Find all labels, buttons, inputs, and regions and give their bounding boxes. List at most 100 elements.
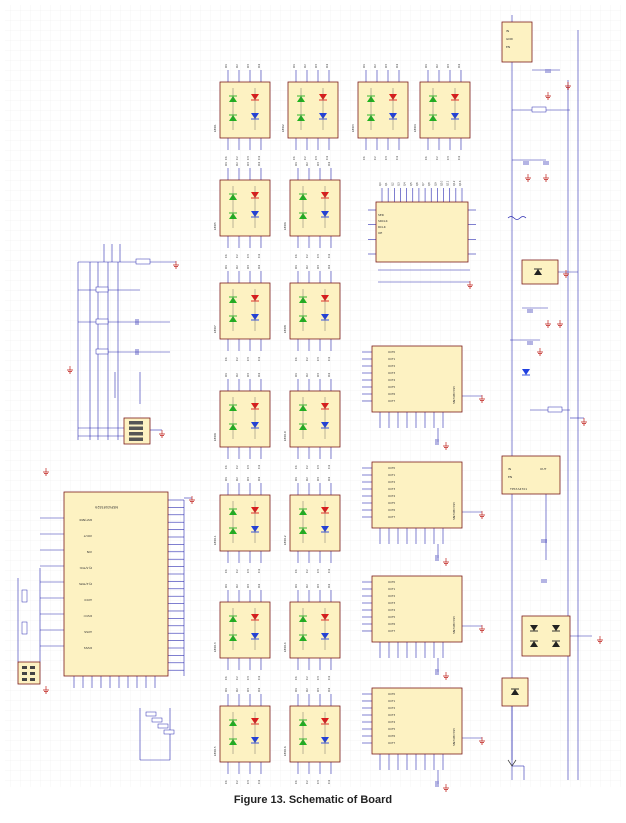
pin-label: C3 bbox=[246, 254, 250, 258]
pin-label: C1 bbox=[294, 569, 298, 573]
pin-label: D1 bbox=[292, 64, 296, 68]
pin-label: OUT7 bbox=[388, 515, 396, 519]
pin-label: C1 bbox=[224, 780, 228, 784]
header-pin bbox=[30, 672, 35, 675]
pin-label: D1 bbox=[294, 373, 298, 377]
pin-label: C3 bbox=[246, 465, 250, 469]
pin-label: C4 bbox=[257, 465, 261, 469]
pin-label: D2 bbox=[235, 64, 239, 68]
pin-label: IN bbox=[508, 467, 511, 471]
pin-label: D4 bbox=[327, 373, 331, 377]
pin-label: C1 bbox=[294, 254, 298, 258]
pin-label: OE bbox=[378, 231, 382, 235]
component-layer bbox=[17, 21, 603, 792]
capacitor bbox=[135, 319, 139, 325]
pin-label: Q9 bbox=[433, 182, 437, 186]
capacitor bbox=[523, 161, 529, 165]
header-pin bbox=[30, 666, 35, 669]
pin-label: C1 bbox=[424, 156, 428, 160]
ground-symbol bbox=[467, 281, 473, 289]
pin-label: C4 bbox=[327, 254, 331, 258]
pin-label: D3 bbox=[316, 688, 320, 692]
bridge-diode-icon bbox=[530, 640, 538, 647]
pin-label: C1 bbox=[294, 357, 298, 361]
ground-symbol bbox=[543, 174, 549, 182]
pin-label: D2 bbox=[235, 477, 239, 481]
pin-label: C4 bbox=[327, 569, 331, 573]
pin-label: LED3 bbox=[351, 124, 355, 132]
rgb-led-module bbox=[219, 70, 271, 150]
rgb-led-module bbox=[219, 168, 271, 248]
pin-label: C4 bbox=[325, 156, 329, 160]
pin-label: D2 bbox=[373, 64, 377, 68]
pin-label: D3 bbox=[246, 688, 250, 692]
bridge-diode-icon bbox=[552, 625, 560, 632]
pin-label: C4 bbox=[327, 676, 331, 680]
rgb-led-module bbox=[357, 70, 409, 150]
pin-label: C1 bbox=[292, 156, 296, 160]
pin-label: C4 bbox=[257, 780, 261, 784]
resistor bbox=[95, 348, 109, 355]
resistor bbox=[21, 621, 28, 635]
ground-symbol bbox=[173, 261, 179, 269]
pin-label: C2 bbox=[235, 254, 239, 258]
capacitor bbox=[435, 439, 439, 445]
pin-label: D4 bbox=[395, 64, 399, 68]
pin-label: OUT5 bbox=[388, 385, 396, 389]
pin-label: Q11 bbox=[446, 180, 450, 186]
pin-label: OUT1 bbox=[388, 473, 396, 477]
pin-label: D2 bbox=[305, 162, 309, 166]
pin-label: D1 bbox=[294, 477, 298, 481]
ground-symbol bbox=[479, 395, 485, 403]
pin-label: D2 bbox=[305, 477, 309, 481]
mcu-pin-label: PJ.2/TMS bbox=[79, 582, 92, 586]
capacitor bbox=[543, 161, 549, 165]
pin-label: OUT1 bbox=[388, 357, 396, 361]
rectifier-diode-icon bbox=[534, 268, 542, 275]
pin-label: D4 bbox=[327, 688, 331, 692]
pin-label: C2 bbox=[235, 357, 239, 361]
pin-label: D3 bbox=[316, 265, 320, 269]
pin-label: OUT4 bbox=[388, 608, 396, 612]
inductor bbox=[507, 216, 527, 220]
pin-label: C1 bbox=[224, 254, 228, 258]
pin-label: Q5 bbox=[409, 182, 413, 186]
pin-label: EN bbox=[506, 45, 510, 49]
pin-label: Q2 bbox=[390, 182, 394, 186]
pin-label: D1 bbox=[224, 584, 228, 588]
pin-label: D4 bbox=[327, 584, 331, 588]
mcu-part-label: MSP430F5529 bbox=[95, 505, 118, 509]
ground-symbol bbox=[443, 672, 449, 680]
pin-label: OUT0 bbox=[388, 466, 396, 470]
pin-label: Q7 bbox=[421, 182, 425, 186]
resistor bbox=[21, 589, 28, 603]
regulator-part-label: TPS7A4701 bbox=[509, 487, 527, 491]
pin-label: C2 bbox=[235, 156, 239, 160]
pin-label: OUT4 bbox=[388, 494, 396, 498]
rgb-led-module bbox=[219, 483, 271, 563]
pin-label: D4 bbox=[257, 162, 261, 166]
pin-label: D4 bbox=[257, 265, 261, 269]
rgb-led-module bbox=[289, 271, 341, 351]
pin-label: OUT1 bbox=[388, 587, 396, 591]
pin-label: D2 bbox=[435, 64, 439, 68]
pin-label: C3 bbox=[316, 780, 320, 784]
pin-label: LED8 bbox=[283, 325, 287, 333]
pin-label: C4 bbox=[257, 569, 261, 573]
ground-symbol bbox=[479, 625, 485, 633]
pin-label: D1 bbox=[294, 162, 298, 166]
capacitor bbox=[435, 781, 439, 787]
microcontroller-ic bbox=[63, 491, 169, 677]
ground-symbol bbox=[443, 558, 449, 566]
resistor bbox=[163, 729, 175, 735]
pin-label: D4 bbox=[257, 584, 261, 588]
pin-label: OUT6 bbox=[388, 734, 396, 738]
capacitor bbox=[435, 555, 439, 561]
rgb-led-module bbox=[289, 483, 341, 563]
ground-symbol bbox=[479, 511, 485, 519]
pin-label: Q10 bbox=[440, 180, 444, 186]
pin-label: OUT0 bbox=[388, 692, 396, 696]
capacitor bbox=[545, 69, 551, 73]
ground-symbol bbox=[581, 418, 587, 426]
